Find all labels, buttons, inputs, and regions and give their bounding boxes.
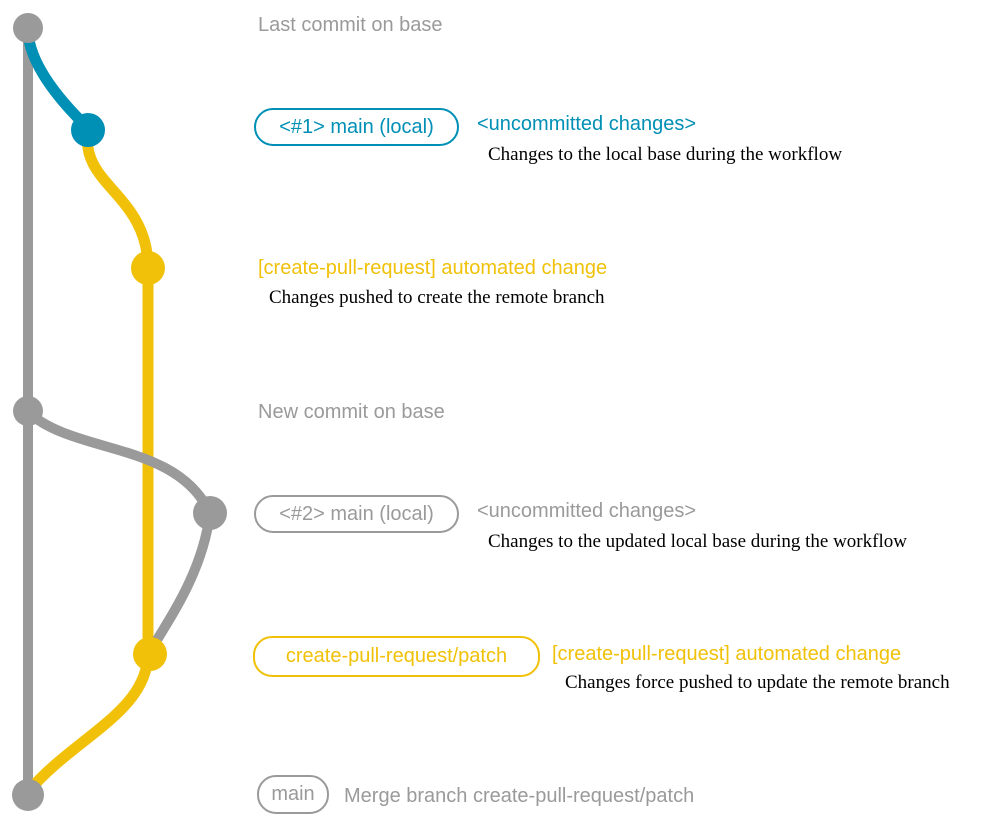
commit-dot-automated-change-2	[133, 637, 167, 671]
branch-badge-main-local-1: <#1> main (local)	[254, 108, 459, 146]
local-main-1-branch-line	[22, 26, 94, 134]
branch-badge-main: main	[257, 775, 329, 814]
commit-dot-last-commit-on-base	[13, 13, 43, 43]
commit-description-uncommitted-changes-1: Changes to the local base during the wor…	[488, 144, 843, 165]
commit-message-merge-branch: Merge branch create-pull-request/patch	[344, 785, 695, 807]
commit-message-new-commit-on-base: New commit on base	[258, 401, 445, 423]
create-pull-request-branch-line	[22, 126, 154, 798]
commit-description-uncommitted-changes-2: Changes to the updated local base during…	[488, 531, 907, 552]
branch-badge-main-local-2: <#2> main (local)	[254, 495, 459, 533]
local-main-2-branch-line	[23, 407, 216, 653]
commit-message-last-commit-on-base: Last commit on base	[258, 14, 443, 36]
commit-description-automated-change-1: Changes pushed to create the remote bran…	[269, 287, 605, 308]
commit-message-uncommitted-changes-2: <uncommitted changes>	[477, 500, 697, 522]
branch-badge-create-pull-request-patch: create-pull-request/patch	[253, 636, 540, 677]
commit-dot-local-main-1	[71, 113, 105, 147]
commit-dot-automated-change-1	[131, 251, 165, 285]
commit-message-uncommitted-changes-1: <uncommitted changes>	[477, 113, 697, 135]
commit-message-automated-change-2: [create-pull-request] automated change	[552, 643, 902, 665]
commit-dot-new-commit-on-base	[13, 396, 43, 426]
commit-description-automated-change-2: Changes force pushed to update the remot…	[565, 672, 950, 693]
commit-dot-local-main-2	[193, 496, 227, 530]
git-graph	[12, 13, 227, 811]
commit-message-automated-change-1: [create-pull-request] automated change	[258, 257, 608, 279]
commit-dot-merge-commit	[12, 779, 44, 811]
